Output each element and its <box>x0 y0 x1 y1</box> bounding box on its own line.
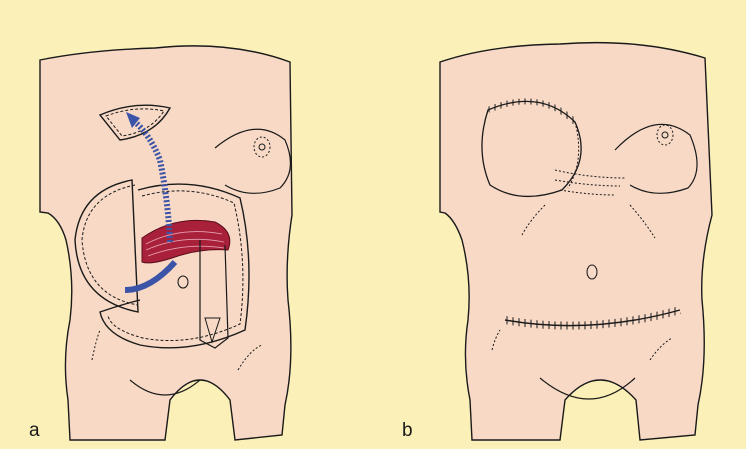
panel-label-a: a <box>29 420 40 442</box>
panel-b-drawing <box>440 43 712 440</box>
panel-label-b: b <box>402 420 413 442</box>
torso-b <box>440 43 712 440</box>
umbilicus-b <box>587 265 597 279</box>
panel-a-drawing <box>40 46 292 440</box>
umbilicus-a <box>178 276 188 288</box>
